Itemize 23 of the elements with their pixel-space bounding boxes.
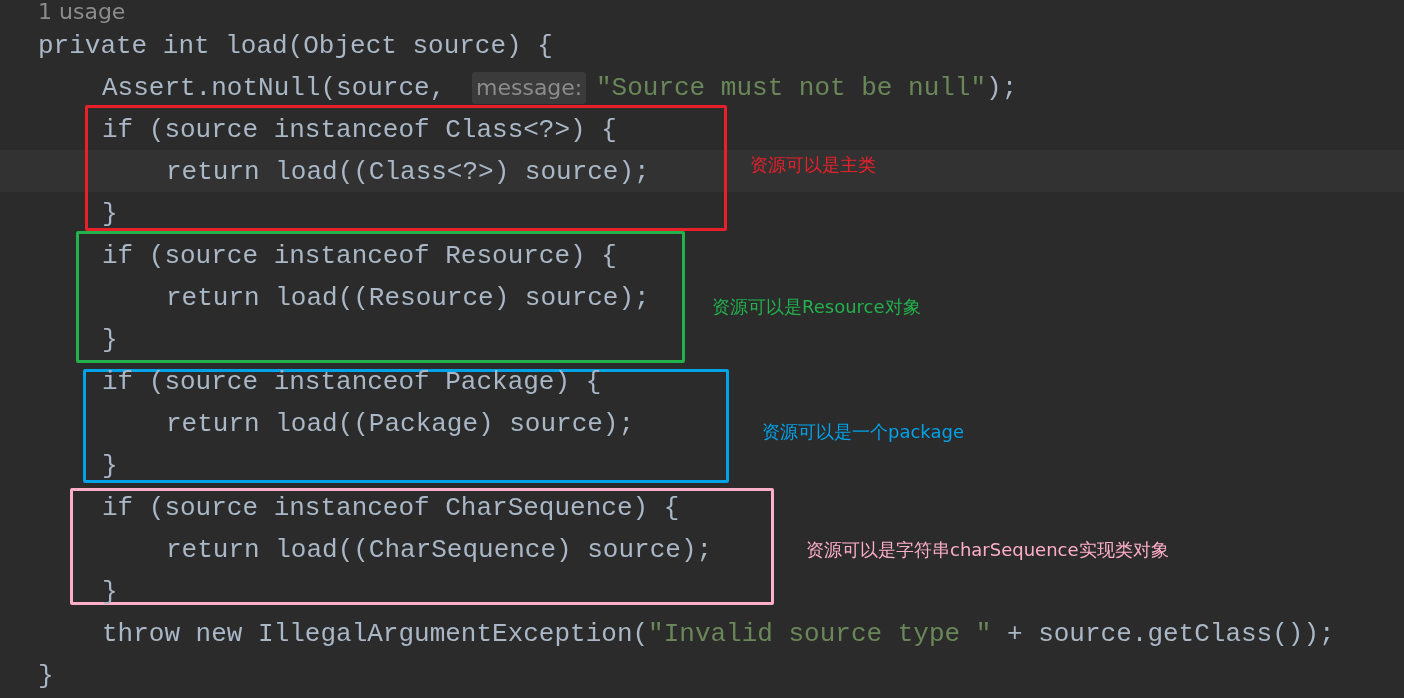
code-line: } [102, 324, 118, 356]
code-line: } [102, 198, 118, 230]
code-line: return load((Class<?>) source); [166, 156, 650, 188]
code-line: return load((Resource) source); [166, 282, 650, 314]
code-line: "Source must not be null"); [596, 72, 1018, 104]
code-line: } [102, 450, 118, 482]
code-line: Assert.notNull(source, [102, 72, 446, 104]
annotation-text: 资源可以是主类 [750, 153, 876, 177]
code-line: if (source instanceof CharSequence) { [102, 492, 680, 524]
code-line: if (source instanceof Class<?>) { [102, 114, 617, 146]
code-line: } [102, 576, 118, 608]
parameter-hint: message: [472, 72, 587, 104]
code-line: if (source instanceof Package) { [102, 366, 602, 398]
annotation-text: 资源可以是一个package [762, 420, 964, 444]
code-line: if (source instanceof Resource) { [102, 240, 617, 272]
code-line: return load((CharSequence) source); [166, 534, 713, 566]
code-line: } [38, 660, 54, 692]
code-line: throw new IllegalArgumentException("Invalid source type " + source.getClass()); [102, 618, 1335, 650]
annotation-text: 资源可以是字符串charSequence实现类对象 [806, 538, 1169, 562]
usage-hint: 1 usage [38, 0, 126, 24]
code-line: return load((Package) source); [166, 408, 635, 440]
code-line: private int load(Object source) { [38, 30, 553, 62]
annotation-text: 资源可以是Resource对象 [712, 295, 921, 319]
